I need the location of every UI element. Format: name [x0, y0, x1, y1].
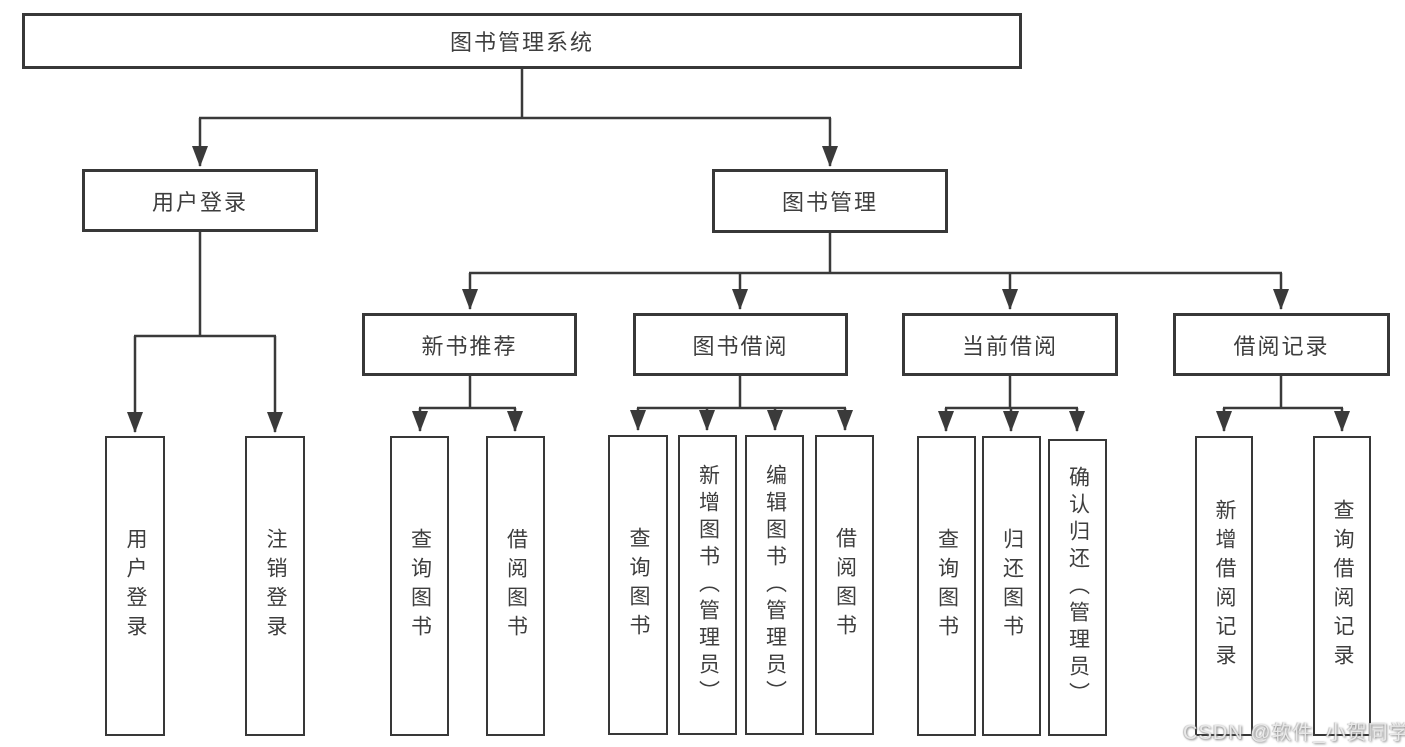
leaf-current-return-books: 归还图书 [982, 436, 1041, 736]
node-label: 借阅记录 [1233, 333, 1330, 359]
node-new-book-recommend: 新书推荐 [362, 313, 577, 376]
csdn-watermark: CSDN @软件_小贺同学 [1183, 722, 1405, 744]
leaf-recommend-query-books: 查询图书 [390, 436, 449, 736]
node-book-borrow: 图书借阅 [633, 313, 848, 376]
connector-book-borrow-to-leaves [630, 375, 853, 431]
leaf-current-confirm-return-admin: 确认归还（管理员） [1048, 439, 1107, 736]
connector-root-to-level2 [192, 69, 838, 167]
connector-current-borrow-to-leaves [938, 375, 1085, 432]
node-label: 图书管理系统 [449, 30, 594, 55]
node-label: 查询图书 [627, 527, 650, 643]
node-borrow-records: 借阅记录 [1173, 313, 1390, 376]
node-label: 图书借阅 [692, 333, 789, 359]
node-label: 新增借阅记录 [1213, 499, 1236, 673]
node-label: 借阅图书 [504, 528, 528, 644]
connector-user-login-to-leaves [127, 232, 283, 433]
node-label: 确认归还（管理员） [1066, 466, 1090, 709]
node-label: 当前借阅 [961, 333, 1058, 359]
node-label: 用户登录 [124, 528, 147, 644]
node-label: 编辑图书（管理员） [763, 463, 787, 707]
node-label: 归还图书 [1000, 528, 1024, 644]
node-book-management: 图书管理 [712, 169, 948, 233]
node-user-login: 用户登录 [82, 169, 318, 232]
leaf-records-add-record: 新增借阅记录 [1195, 436, 1253, 736]
node-label: 借阅图书 [833, 527, 857, 643]
node-label: 图书管理 [781, 190, 878, 215]
node-library-management-system: 图书管理系统 [22, 13, 1022, 69]
node-label: 用户登录 [151, 189, 248, 215]
connector-new-book-recommend-to-leaves [412, 375, 523, 432]
node-label: 查询图书 [935, 528, 959, 644]
leaf-borrow-borrow-books: 借阅图书 [815, 435, 874, 735]
leaf-user-login: 用户登录 [105, 436, 165, 736]
leaf-borrow-edit-books-admin: 编辑图书（管理员） [745, 435, 804, 735]
node-current-borrow: 当前借阅 [902, 313, 1118, 376]
leaf-current-query-books: 查询图书 [917, 436, 976, 736]
node-label: 新书推荐 [421, 333, 518, 359]
leaf-borrow-add-books-admin: 新增图书（管理员） [678, 435, 737, 735]
leaf-recommend-borrow-books: 借阅图书 [486, 436, 545, 736]
leaf-logout-login: 注销登录 [245, 436, 305, 736]
leaf-records-query-record: 查询借阅记录 [1313, 436, 1371, 736]
connector-borrow-records-to-leaves [1216, 375, 1350, 432]
node-label: 查询借阅记录 [1331, 499, 1354, 673]
node-label: 新增图书（管理员） [696, 463, 720, 707]
node-label: 查询图书 [408, 528, 432, 644]
node-label: 注销登录 [264, 528, 287, 644]
connector-book-management-to-level3 [462, 233, 1289, 310]
leaf-borrow-query-books: 查询图书 [608, 435, 668, 735]
